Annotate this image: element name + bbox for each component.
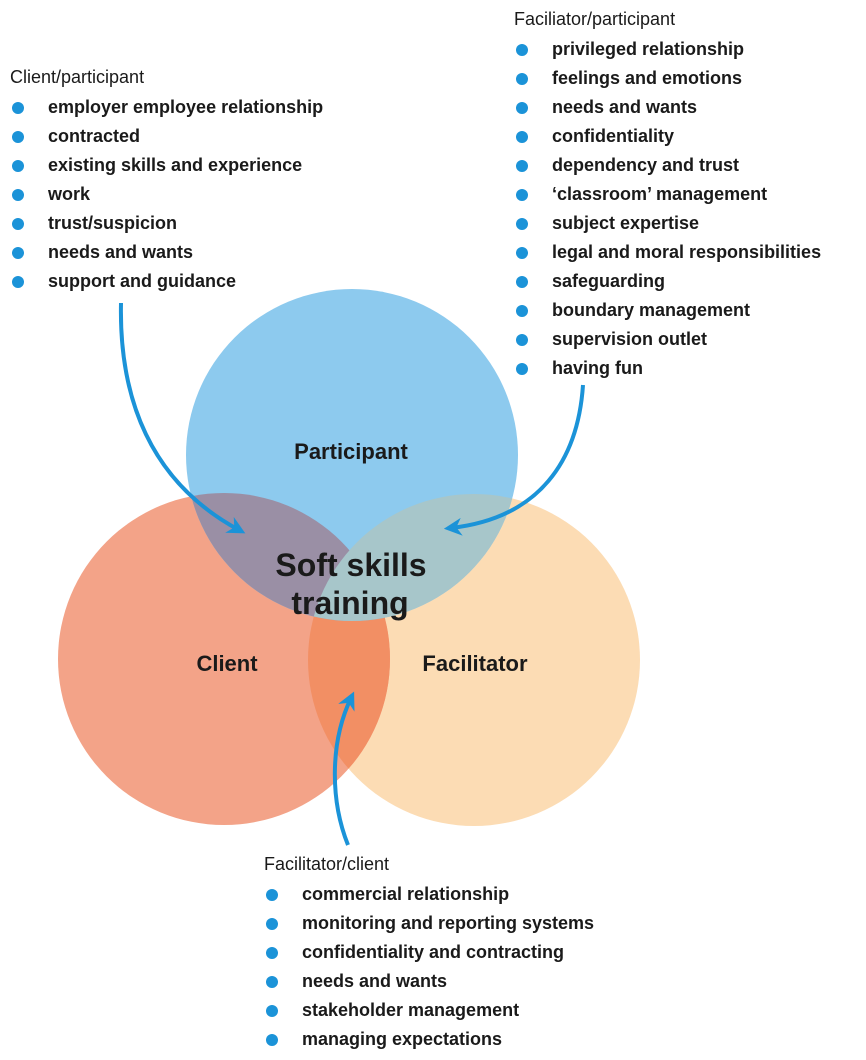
bullet-dot-icon [12, 131, 24, 143]
bullet-dot-icon [12, 247, 24, 259]
facilitator-participant-list: privileged relationship feelings and emot… [514, 35, 821, 383]
facilitator-participant-heading: Faciliator/participant [514, 9, 676, 29]
facilitator-client-heading: Facilitator/client [264, 854, 390, 874]
bullet-dot-icon [516, 334, 528, 346]
list-item: managing expectations [264, 1025, 594, 1054]
list-item-label: ‘classroom’ management [552, 184, 768, 204]
facilitator-participant-arrow [443, 384, 585, 536]
list-item-label: legal and moral responsibilities [552, 242, 822, 262]
list-item: supervision outlet [514, 325, 821, 354]
bullet-dot-icon [266, 947, 278, 959]
list-item-label: feelings and emotions [552, 68, 743, 88]
bullet-dot-icon [516, 131, 528, 143]
list-item: commercial relationship [264, 880, 594, 909]
list-item: trust/suspicion [10, 209, 323, 238]
list-item-label: confidentiality [552, 126, 675, 146]
list-item-label: stakeholder management [302, 1000, 520, 1020]
list-item-label: existing skills and experience [48, 155, 303, 175]
bullet-dot-icon [12, 189, 24, 201]
list-item: contracted [10, 122, 323, 151]
client-participant-list: employer employee relationship contracted… [10, 93, 323, 296]
bullet-dot-icon [12, 276, 24, 288]
list-item-label: needs and wants [552, 97, 698, 117]
bullet-dot-icon [516, 276, 528, 288]
list-item-label: dependency and trust [552, 155, 740, 175]
list-item-label: commercial relationship [302, 884, 510, 904]
bullet-dot-icon [12, 102, 24, 114]
bullet-dot-icon [266, 918, 278, 930]
bullet-dot-icon [516, 73, 528, 85]
bullet-dot-icon [516, 44, 528, 56]
list-item: stakeholder management [264, 996, 594, 1025]
facilitator-client-block: Facilitator/client commercial relationsh… [264, 853, 594, 1054]
list-item-label: monitoring and reporting systems [302, 913, 595, 933]
list-item: subject expertise [514, 209, 821, 238]
list-item: safeguarding [514, 267, 821, 296]
list-item: ‘classroom’ management [514, 180, 821, 209]
client-label: Client [196, 651, 258, 676]
list-item: employer employee relationship [10, 93, 323, 122]
list-item-label: needs and wants [48, 242, 194, 262]
list-item: needs and wants [264, 967, 594, 996]
list-item: monitoring and reporting systems [264, 909, 594, 938]
participant-label: Participant [294, 439, 408, 464]
list-item: needs and wants [10, 238, 323, 267]
bullet-dot-icon [266, 1005, 278, 1017]
bullet-dot-icon [12, 160, 24, 172]
facilitator-participant-block: Faciliator/participant privileged relati… [514, 8, 821, 383]
bullet-dot-icon [266, 1034, 278, 1046]
list-item: legal and moral responsibilities [514, 238, 821, 267]
bullet-dot-icon [516, 218, 528, 230]
list-item-label: support and guidance [48, 271, 237, 291]
bullet-dot-icon [266, 889, 278, 901]
list-item: dependency and trust [514, 151, 821, 180]
bullet-dot-icon [516, 102, 528, 114]
bullet-dot-icon [516, 160, 528, 172]
list-item-label: safeguarding [552, 271, 666, 291]
center-label-line2: training [291, 585, 408, 621]
bullet-dot-icon [516, 305, 528, 317]
list-item-label: contracted [48, 126, 141, 146]
list-item-label: work [48, 184, 91, 204]
facilitator-participant-overlap [308, 494, 518, 621]
center-label-line1: Soft skills [275, 547, 426, 583]
list-item-label: needs and wants [302, 971, 448, 991]
list-item: support and guidance [10, 267, 323, 296]
list-item: confidentiality and contracting [264, 938, 594, 967]
bullet-dot-icon [12, 218, 24, 230]
client-participant-overlap [186, 493, 390, 621]
list-item: having fun [514, 354, 821, 383]
list-item-label: supervision outlet [552, 329, 708, 349]
list-item: confidentiality [514, 122, 821, 151]
bullet-dot-icon [516, 363, 528, 375]
list-item-label: managing expectations [302, 1029, 503, 1049]
list-item-label: subject expertise [552, 213, 700, 233]
facilitator-label: Facilitator [422, 651, 528, 676]
list-item-label: having fun [552, 358, 643, 378]
client-participant-block: Client/participant employer employee rel… [10, 66, 323, 296]
list-item-label: boundary management [552, 300, 751, 320]
bullet-dot-icon [516, 189, 528, 201]
list-item: feelings and emotions [514, 64, 821, 93]
client-participant-arrow [118, 302, 246, 534]
list-item: privileged relationship [514, 35, 821, 64]
list-item: boundary management [514, 296, 821, 325]
bullet-dot-icon [266, 976, 278, 988]
list-item-label: privileged relationship [552, 39, 745, 59]
list-item: needs and wants [514, 93, 821, 122]
facilitator-client-list: commercial relationship monitoring and re… [264, 880, 594, 1054]
client-participant-heading: Client/participant [10, 67, 145, 87]
list-item-label: employer employee relationship [48, 97, 324, 117]
list-item: work [10, 180, 323, 209]
list-item-label: confidentiality and contracting [302, 942, 565, 962]
facilitator-client-arrow [332, 691, 355, 846]
list-item-label: trust/suspicion [48, 213, 178, 233]
bullet-dot-icon [516, 247, 528, 259]
list-item: existing skills and experience [10, 151, 323, 180]
